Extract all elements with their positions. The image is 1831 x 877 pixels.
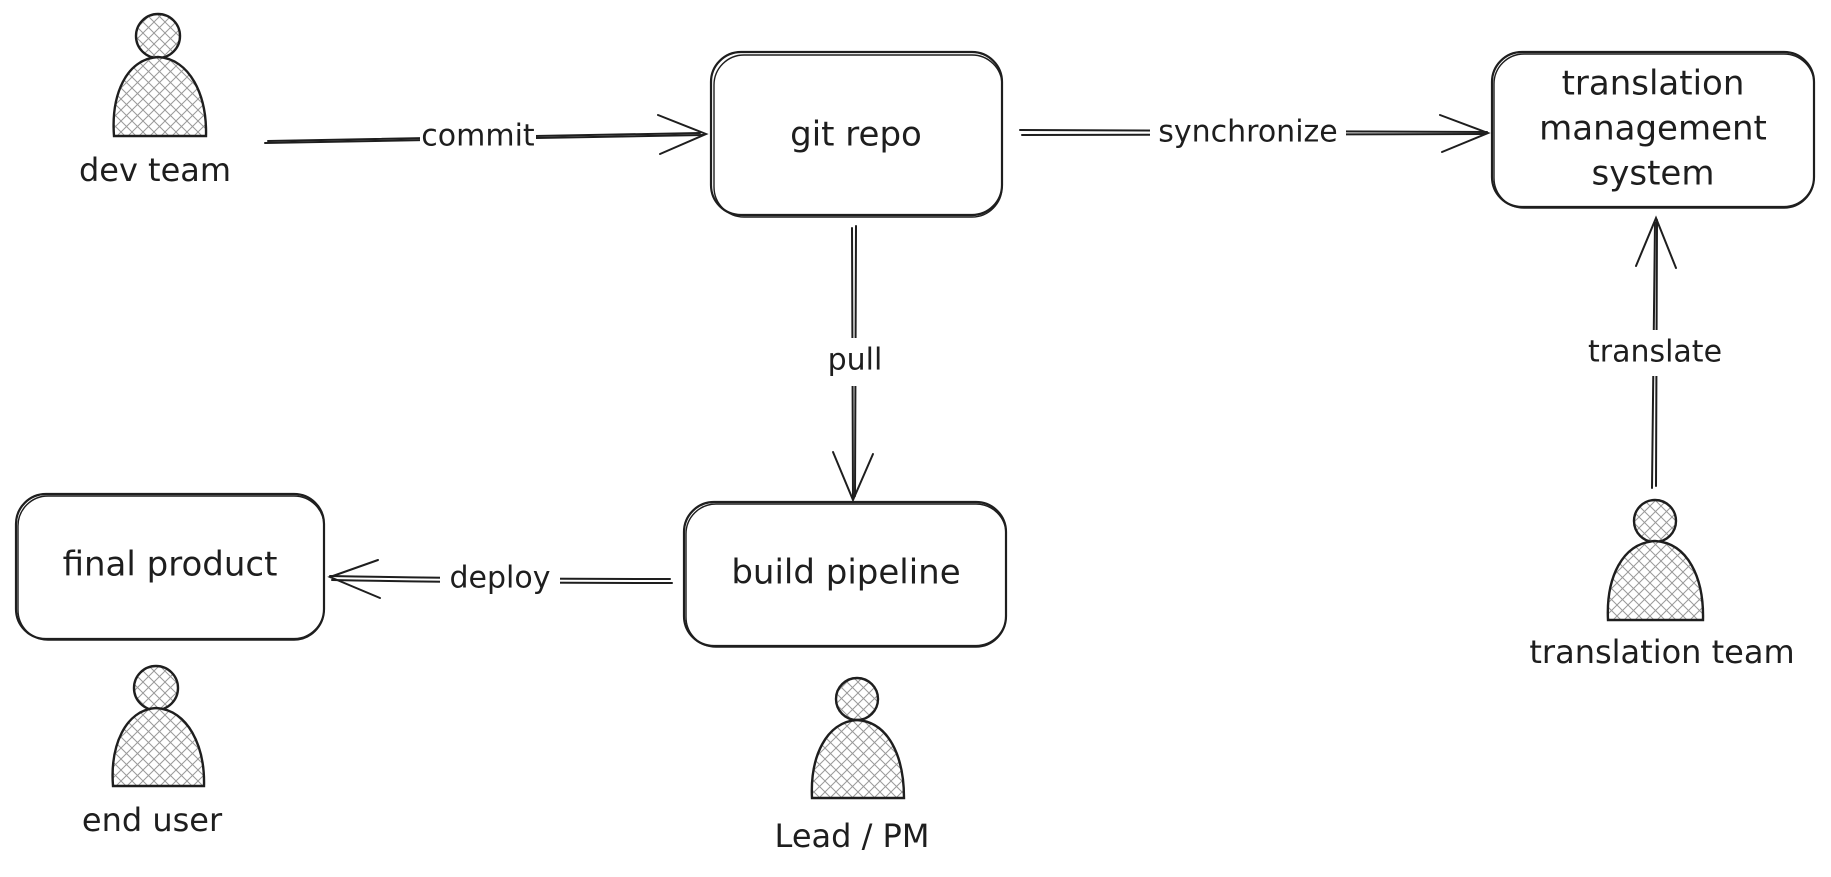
person-icon bbox=[112, 12, 208, 138]
actor-dev-team: dev team bbox=[79, 12, 231, 189]
edge-commit: commit bbox=[264, 114, 709, 156]
node-translation-management-system: translation management system bbox=[1490, 50, 1816, 209]
node-build-pipeline: build pipeline bbox=[682, 500, 1008, 648]
lead-pm-label: Lead / PM bbox=[775, 817, 930, 855]
commit-label: commit bbox=[421, 119, 535, 154]
synchronize-label: synchronize bbox=[1158, 115, 1338, 150]
edge-synchronize: synchronize bbox=[1019, 112, 1491, 154]
end-user-label: end user bbox=[82, 801, 223, 839]
pull-label: pull bbox=[828, 343, 883, 378]
tms-label-line-1: translation bbox=[1562, 64, 1745, 104]
node-final-product: final product bbox=[14, 492, 326, 641]
git-repo-label: git repo bbox=[790, 115, 922, 155]
deploy-label: deploy bbox=[450, 561, 551, 596]
build-pipeline-label: build pipeline bbox=[731, 553, 960, 593]
tms-label-line-2: management bbox=[1539, 109, 1767, 149]
final-product-label: final product bbox=[63, 545, 278, 585]
actor-translation-team: translation team bbox=[1529, 498, 1795, 671]
tms-label-line-3: system bbox=[1592, 154, 1715, 194]
edge-translate: translate bbox=[1565, 215, 1745, 489]
edge-deploy: deploy bbox=[327, 558, 673, 600]
translate-label: translate bbox=[1588, 335, 1722, 370]
person-icon bbox=[111, 664, 206, 788]
actor-lead-pm: Lead / PM bbox=[775, 676, 930, 855]
translation-team-label: translation team bbox=[1529, 633, 1794, 671]
node-git-repo: git repo bbox=[709, 50, 1004, 218]
dev-team-label: dev team bbox=[79, 151, 231, 189]
person-icon bbox=[810, 676, 906, 800]
edge-pull: pull bbox=[815, 225, 895, 503]
person-icon bbox=[1606, 498, 1705, 622]
actor-end-user: end user bbox=[82, 664, 223, 839]
